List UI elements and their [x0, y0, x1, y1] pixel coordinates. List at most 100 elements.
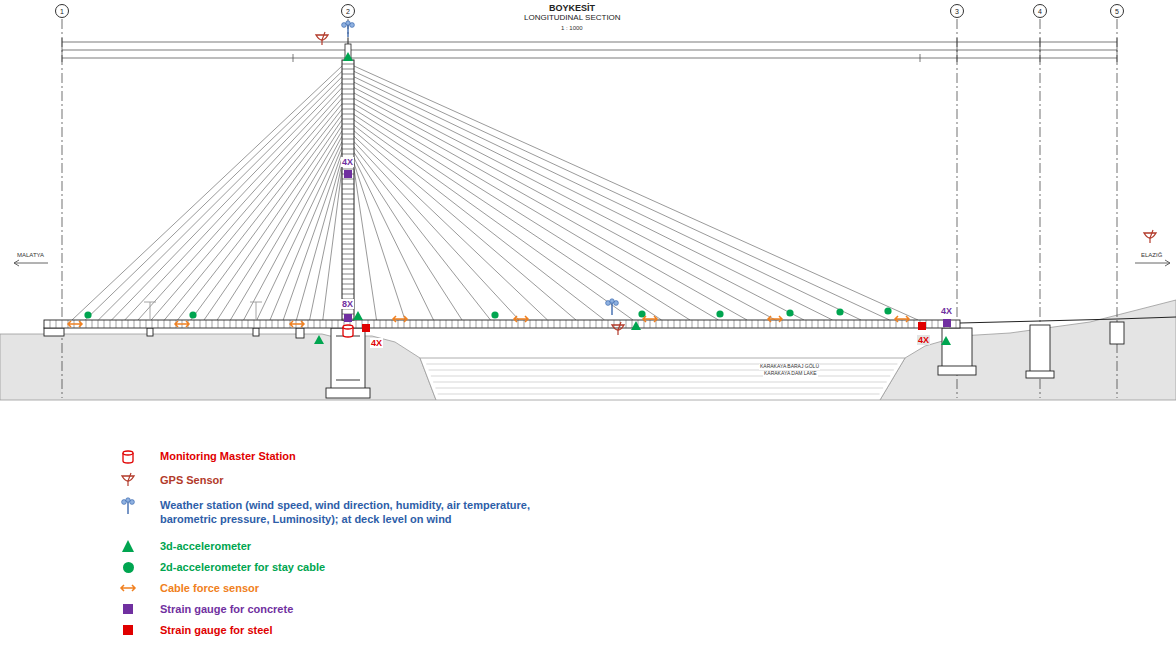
lake-lines — [426, 364, 897, 394]
deck-tick — [662, 320, 663, 328]
deck-tick — [674, 320, 675, 328]
strain-gauge-steel — [362, 324, 370, 332]
deck-tick — [86, 320, 87, 328]
pylon-hatch-line — [342, 124, 354, 125]
deck-tick — [842, 320, 843, 328]
deck-tick — [260, 320, 261, 328]
accelerometer-3d — [941, 336, 951, 345]
pylon-hatch-line — [342, 274, 354, 275]
deck-tick — [602, 320, 603, 328]
accelerometer-2d — [189, 311, 196, 318]
deck-tick — [242, 320, 243, 328]
deck-tick — [932, 320, 933, 328]
deck-tick — [542, 320, 543, 328]
pylon-hatch-line — [342, 104, 354, 105]
deck-tick — [824, 320, 825, 328]
stay-cable — [354, 163, 405, 320]
pylon-hatch-line — [342, 89, 354, 90]
deck-tick — [230, 320, 231, 328]
axis-number: 2 — [346, 8, 350, 15]
deck-tick — [446, 320, 447, 328]
deck-tick — [380, 320, 381, 328]
accelerometer-3d — [631, 321, 641, 330]
stay-cable — [354, 93, 776, 320]
pylon-hatch-line — [342, 224, 354, 225]
deck-tick — [416, 320, 417, 328]
pylon-hatch-line — [342, 154, 354, 155]
deck-tick — [680, 320, 681, 328]
deck-tick — [134, 320, 135, 328]
deck-tick — [902, 320, 903, 328]
deck-tick — [506, 320, 507, 328]
sensor-count: 4X — [370, 338, 383, 348]
deck-tick — [116, 320, 117, 328]
deck-tick — [272, 320, 273, 328]
deck-tick — [830, 320, 831, 328]
deck-tick — [386, 320, 387, 328]
cable-force-sensor — [68, 321, 82, 327]
legend-text: Monitoring Master Station — [160, 449, 540, 463]
axis-number: 4 — [1038, 8, 1042, 15]
legend-gps — [122, 473, 134, 486]
deck-tick — [812, 320, 813, 328]
deck-tick — [734, 320, 735, 328]
legend-text: 2d-accelerometer for stay cable — [160, 560, 540, 574]
stay-cable — [138, 93, 342, 320]
weather-station — [606, 299, 619, 315]
deck-tick — [398, 320, 399, 328]
pylon-hatch-line — [342, 264, 354, 265]
road — [960, 317, 1176, 323]
deck-tick — [500, 320, 501, 328]
deck-tick — [284, 320, 285, 328]
stay-cable — [257, 142, 342, 320]
legend-text: GPS Sensor — [160, 473, 540, 487]
deck-tick — [320, 320, 321, 328]
pylon — [342, 60, 354, 320]
deck-tick — [746, 320, 747, 328]
deck-tick — [938, 320, 939, 328]
deck-tick — [62, 320, 63, 328]
stay-cable — [244, 136, 342, 320]
axis-number: 1 — [60, 8, 64, 15]
direction-label: MALATYA — [17, 252, 44, 259]
subtitle: LONGITUDINAL SECTION — [524, 13, 621, 22]
stay-cable — [354, 71, 890, 320]
deck-tick — [692, 320, 693, 328]
sensor-count: 4X — [917, 335, 930, 345]
pylon-hatch-line — [342, 254, 354, 255]
accelerometer-2d — [786, 309, 793, 316]
deck-tick — [164, 320, 165, 328]
stay-cable — [72, 66, 342, 320]
deck-tick — [794, 320, 795, 328]
gps-sensor — [612, 322, 624, 335]
deck-tick — [494, 320, 495, 328]
deck-tick — [308, 320, 309, 328]
deck-tick — [884, 320, 885, 328]
deck-tick — [518, 320, 519, 328]
stay-cable — [354, 169, 377, 320]
deck-tick — [128, 320, 129, 328]
deck-tick — [590, 320, 591, 328]
deck-tick — [482, 320, 483, 328]
pylon-hatch-line — [342, 194, 354, 195]
stay-cable — [354, 152, 462, 320]
stay-cable — [178, 109, 342, 320]
accelerometer-2d — [716, 310, 723, 317]
deck-tick — [158, 320, 159, 328]
deck-tick — [212, 320, 213, 328]
pylon-hatch-line — [342, 199, 354, 200]
deck-tick — [710, 320, 711, 328]
deck-tick — [110, 320, 111, 328]
pylon-hatch-line — [342, 219, 354, 220]
scale-note: 1 : 1000 — [561, 25, 583, 32]
legend-text: Weather station (wind speed, wind direct… — [160, 498, 540, 526]
pylon-hatch-line — [342, 134, 354, 135]
deck-tick — [50, 320, 51, 328]
deck-tick — [200, 320, 201, 328]
deck-tick — [434, 320, 435, 328]
deck-tick — [248, 320, 249, 328]
stay-cable — [354, 147, 491, 320]
stay-cable — [217, 125, 342, 320]
strain-gauge-concrete — [344, 170, 352, 178]
deck-tick — [140, 320, 141, 328]
